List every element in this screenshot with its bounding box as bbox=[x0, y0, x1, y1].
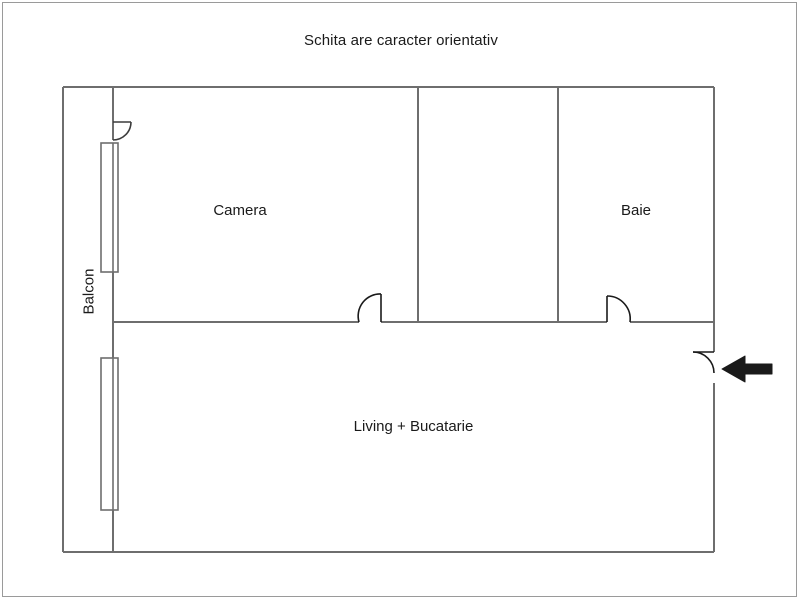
entrance-arrow bbox=[721, 355, 773, 383]
exterior-walls bbox=[62, 86, 715, 553]
entrance-arrow-shape bbox=[721, 355, 773, 383]
door-camera-balcony-swing bbox=[112, 121, 132, 141]
interior-walls bbox=[112, 87, 714, 552]
room-label-living: Living + Bucatarie bbox=[353, 418, 474, 435]
balcony-windows bbox=[100, 142, 119, 511]
door-entrance bbox=[692, 351, 715, 374]
room-label-balcon: Balcon bbox=[80, 268, 98, 315]
page-title: Schita are caracter orientativ bbox=[304, 32, 498, 49]
door-camera-balcony bbox=[112, 121, 132, 141]
room-label-camera: Camera bbox=[213, 202, 267, 219]
room-label-baie: Baie bbox=[620, 202, 652, 219]
door-camera-living-swing bbox=[357, 293, 382, 323]
door-baie bbox=[606, 295, 631, 323]
door-baie-swing bbox=[606, 295, 631, 323]
door-camera-living bbox=[357, 293, 382, 323]
door-entrance-swing bbox=[692, 351, 715, 374]
